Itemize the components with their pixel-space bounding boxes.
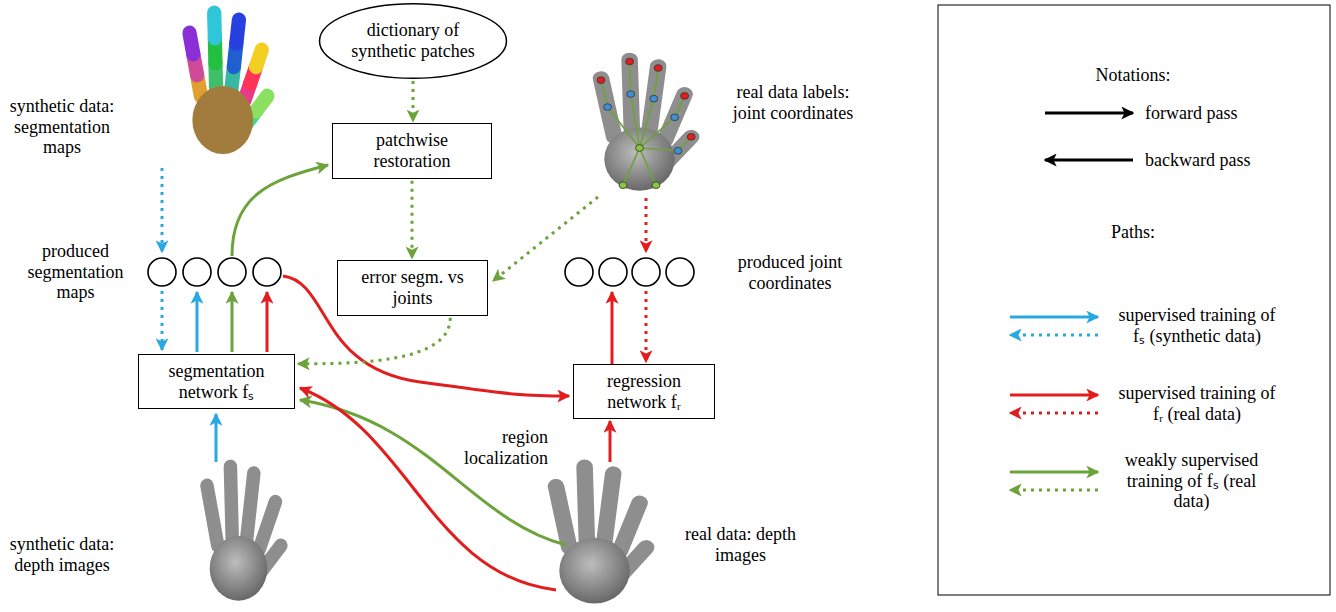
skeleton-line (640, 68, 659, 148)
skeleton-line (640, 96, 685, 148)
output-unit (599, 258, 627, 286)
green-forward-arrow (231, 292, 234, 352)
finger-part (236, 20, 239, 43)
finger-part (256, 50, 262, 67)
red-forward-arrow (300, 388, 556, 590)
network-box: segmentation network fₛ (138, 354, 295, 409)
output-unit (565, 258, 593, 286)
legend-blue-sample (1010, 316, 1098, 319)
ellipse-shape (320, 4, 507, 78)
connector-arrow (411, 181, 414, 259)
legend-text: weakly supervised training of fₛ (real d… (1124, 450, 1259, 512)
legend-forward-sample (1045, 112, 1133, 115)
palm (192, 86, 253, 154)
label-hand-shape (601, 60, 691, 191)
node-text: dictionary of synthetic patches (349, 20, 477, 61)
red-forward-arrow (611, 292, 614, 364)
process-box: error segm. vs joints (337, 260, 488, 315)
legend-green-sample (1010, 471, 1098, 474)
joint-dot (681, 93, 689, 100)
legend-text: supervised training of fᵣ (real data) (1118, 383, 1276, 424)
skeleton-line (630, 62, 640, 148)
output-label: produced segmentation maps (18, 241, 133, 303)
green-forward-arrow (300, 400, 566, 545)
skeleton-line (623, 148, 656, 185)
blue-backward-arrow (161, 291, 164, 350)
output-unit (183, 258, 211, 286)
legend-heading: Notations: (1033, 65, 1233, 86)
segmentation-outputs (148, 258, 281, 286)
legend-text: supervised training of fₛ (synthetic dat… (1118, 305, 1276, 346)
legend-green-sample (1010, 489, 1098, 492)
joint-outputs (565, 258, 694, 286)
joint-dot (626, 58, 634, 65)
output-unit (253, 258, 281, 286)
joint-label-hand (597, 58, 695, 191)
joint-dot (652, 182, 660, 189)
joint-dot (674, 147, 682, 154)
legend-text: backward pass (1145, 150, 1315, 171)
joint-dot (627, 91, 635, 98)
connector-arrow (298, 318, 450, 364)
data-label: synthetic data: segmentation maps (2, 96, 122, 158)
green-backward-arrow (493, 197, 598, 281)
joint-dot (687, 133, 695, 140)
blue-backward-arrow (161, 168, 164, 252)
node-text: error segm. vs joints (348, 267, 477, 308)
skeleton-line (640, 137, 692, 151)
output-unit (218, 258, 246, 286)
finger-part (207, 13, 222, 38)
real-depth-hand (556, 467, 646, 604)
legend-frame (938, 5, 1330, 595)
joint-dot (604, 104, 612, 111)
legend-heading: Paths: (1033, 222, 1233, 243)
data-label: synthetic data: depth images (2, 534, 122, 575)
blue-forward-arrow (196, 292, 199, 352)
node-text: patchwise restoration (343, 130, 481, 171)
joint-dot (619, 182, 627, 189)
data-label: real data: depth images (683, 524, 798, 565)
synthetic-depth-hand (207, 467, 281, 601)
network-box: regression network fᵣ (573, 364, 715, 419)
legend-backward-sample (1045, 159, 1133, 162)
data-label: real data labels: joint coordinates (718, 82, 868, 123)
red-backward-arrow (645, 291, 648, 362)
segmentation-hand (190, 13, 268, 154)
red-forward-arrow (609, 421, 612, 462)
red-backward-arrow (645, 198, 648, 252)
node-text: regression network fᵣ (584, 371, 704, 412)
output-label: produced joint coordinates (715, 252, 865, 293)
joint-dot (650, 95, 658, 102)
finger-part (190, 33, 194, 54)
skeleton (601, 62, 691, 186)
legend-red-sample (1010, 412, 1098, 415)
joint-dot (654, 65, 662, 72)
joint-dot (671, 114, 679, 121)
legend-text: forward pass (1145, 103, 1315, 124)
joint-dot (636, 145, 644, 152)
legend-samples (1010, 113, 1133, 490)
dictionary-ellipse: dictionary of synthetic patches (318, 3, 508, 79)
connector-arrow (412, 81, 415, 121)
red-forward-arrow (266, 292, 269, 352)
output-unit (632, 258, 660, 286)
node-text: segmentation network fₛ (149, 361, 284, 402)
finger-part (256, 96, 267, 111)
process-box: patchwise restoration (332, 123, 492, 178)
joint-dots (597, 58, 695, 188)
green-forward-arrow (232, 165, 328, 256)
legend-blue-sample (1010, 334, 1098, 337)
path-label: region localization (453, 427, 548, 468)
blue-forward-arrow (215, 414, 218, 462)
output-unit (666, 258, 694, 286)
legend-red-sample (1010, 394, 1098, 397)
joint-dot (597, 77, 605, 84)
output-unit (148, 258, 176, 286)
